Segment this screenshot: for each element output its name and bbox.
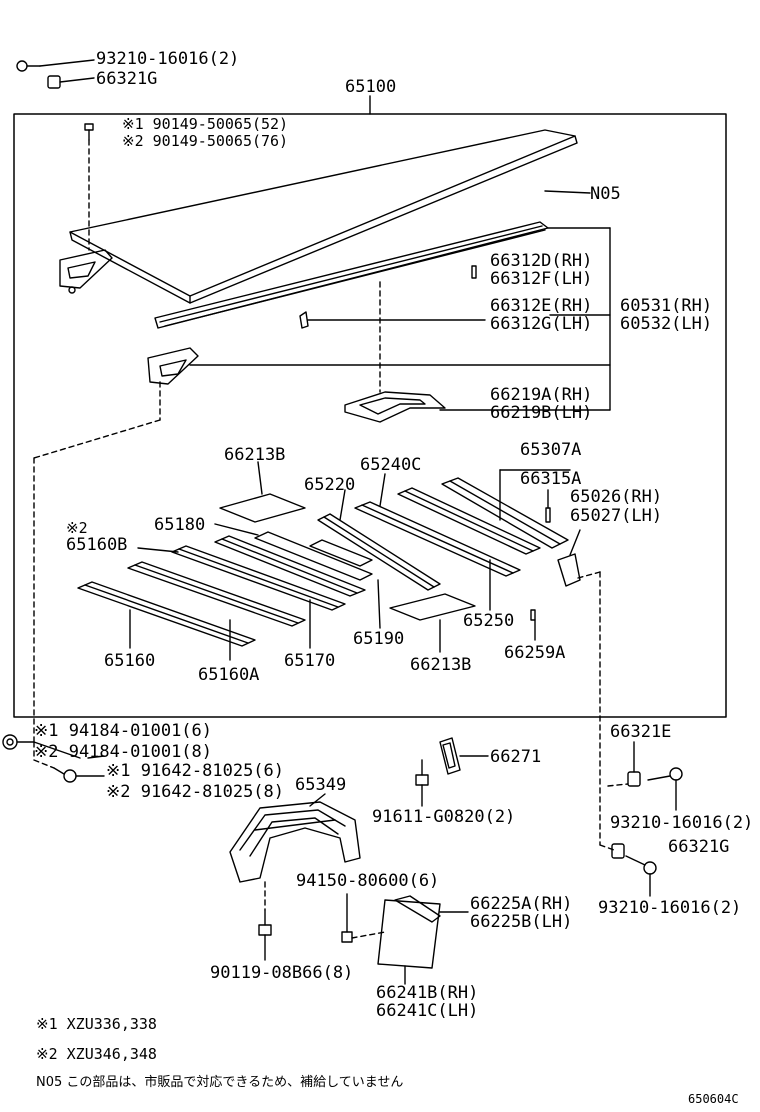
label-65180: 65180 bbox=[154, 515, 206, 535]
clip-66312e-icon bbox=[299, 311, 309, 329]
cross-member-65170 bbox=[214, 535, 366, 597]
label-n05: N05 bbox=[590, 184, 621, 204]
cross-member-65190 bbox=[309, 539, 373, 567]
label-65160a: 65160A bbox=[198, 665, 260, 685]
label-91642-1: ※1 91642-81025(6) bbox=[106, 761, 285, 781]
label-65220: 65220 bbox=[304, 475, 356, 495]
label-66213b-bottom: 66213B bbox=[410, 655, 472, 675]
label-66225a: 66225A(RH) bbox=[470, 894, 573, 914]
clip-66312d-icon bbox=[471, 265, 477, 279]
mudguard-65349 bbox=[229, 801, 361, 883]
mat-66213b-bottom bbox=[389, 593, 476, 621]
corner-bracket-front-left bbox=[59, 249, 113, 294]
label-93210-right1: 93210-16016(2) bbox=[610, 813, 754, 833]
bolt-93210-right2-icon bbox=[625, 855, 657, 875]
label-66315a: 66315A bbox=[520, 469, 582, 489]
assembly-frame bbox=[13, 113, 727, 718]
label-90149-1: ※1 90149-50065(52) bbox=[122, 115, 289, 133]
label-66312d: 66312D(RH) bbox=[490, 251, 593, 271]
label-65100: 65100 bbox=[345, 77, 397, 97]
nut-66321g-right-icon bbox=[611, 843, 625, 859]
label-66271: 66271 bbox=[490, 747, 542, 767]
label-66321e: 66321E bbox=[610, 722, 672, 742]
reference-code: 650604C bbox=[688, 1092, 739, 1106]
label-65250: 65250 bbox=[463, 611, 515, 631]
label-65240c: 65240C bbox=[360, 455, 422, 475]
label-66213b-top: 66213B bbox=[224, 445, 286, 465]
label-60532: 60532(LH) bbox=[620, 314, 713, 334]
note-xzu336: ※1 XZU336,338 bbox=[36, 1015, 157, 1033]
cross-member-65180 bbox=[254, 531, 373, 581]
bracket-65026 bbox=[557, 553, 581, 587]
label-66312e: 66312E(RH) bbox=[490, 296, 593, 316]
cross-member-65307a bbox=[441, 477, 569, 549]
label-65190: 65190 bbox=[353, 629, 405, 649]
label-65160b-mark: ※2 bbox=[66, 519, 88, 537]
clip-66259a-icon bbox=[530, 609, 536, 621]
nut-top-left-icon bbox=[47, 75, 61, 89]
label-94184-2: ※2 94184-01001(8) bbox=[34, 742, 213, 762]
label-65349: 65349 bbox=[295, 775, 347, 795]
label-93210-right2: 93210-16016(2) bbox=[598, 898, 742, 918]
label-90119: 90119-08B66(8) bbox=[210, 963, 354, 983]
cross-member-65220 bbox=[317, 513, 441, 591]
label-65160: 65160 bbox=[104, 651, 156, 671]
plate-66219a bbox=[344, 391, 446, 423]
bolt-top-left-icon bbox=[16, 60, 41, 72]
label-66241b: 66241B(RH) bbox=[376, 983, 479, 1003]
label-90149-2: ※2 90149-50065(76) bbox=[122, 132, 289, 150]
nut-94150-icon bbox=[341, 931, 353, 943]
cross-member-65160 bbox=[77, 581, 256, 647]
bolt-93210-right1-icon bbox=[647, 767, 683, 781]
bolt-90119-icon bbox=[258, 909, 272, 936]
label-66321g-right: 66321G bbox=[668, 837, 730, 857]
label-65160b: 65160B bbox=[66, 535, 128, 555]
nut-66321e-icon bbox=[627, 771, 641, 787]
cross-member-65160a bbox=[127, 561, 306, 627]
label-66219a: 66219A(RH) bbox=[490, 385, 593, 405]
label-60531: 60531(RH) bbox=[620, 296, 713, 316]
bracket-66225a bbox=[394, 895, 441, 923]
stay-66271 bbox=[439, 737, 461, 775]
label-66259a: 66259A bbox=[504, 643, 566, 663]
label-65307a: 65307A bbox=[520, 440, 582, 460]
screw-90149-icon bbox=[84, 123, 94, 141]
mudflap-66241b bbox=[377, 899, 441, 969]
label-94150: 94150-80600(6) bbox=[296, 871, 440, 891]
cross-member-65160b bbox=[171, 545, 346, 611]
clip-66315a-icon bbox=[545, 507, 551, 523]
label-94184-1: ※1 94184-01001(6) bbox=[34, 721, 213, 741]
label-65170: 65170 bbox=[284, 651, 336, 671]
cross-member-65240c bbox=[354, 501, 521, 577]
bolt-91642-icon bbox=[53, 767, 77, 783]
corner-bracket-rear-left bbox=[147, 347, 199, 385]
label-91642-2: ※2 91642-81025(8) bbox=[106, 782, 285, 802]
note-n05: N05 この部品は、市販品で対応できるため、補給していません bbox=[36, 1075, 404, 1090]
label-66219b: 66219B(LH) bbox=[490, 403, 593, 423]
label-66321g-top: 66321G bbox=[96, 69, 158, 89]
bolt-91611-icon bbox=[415, 759, 429, 786]
label-91611: 91611-G0820(2) bbox=[372, 807, 516, 827]
label-65026: 65026(RH) bbox=[570, 487, 663, 507]
nut-94184-icon bbox=[2, 734, 18, 750]
label-66225b: 66225B(LH) bbox=[470, 912, 573, 932]
label-65027: 65027(LH) bbox=[570, 506, 663, 526]
label-66312f: 66312F(LH) bbox=[490, 269, 593, 289]
note-xzu346: ※2 XZU346,348 bbox=[36, 1045, 157, 1063]
label-93210-top: 93210-16016(2) bbox=[96, 49, 240, 69]
label-66312g: 66312G(LH) bbox=[490, 314, 593, 334]
mat-66213b-top bbox=[219, 493, 306, 523]
label-66241c: 66241C(LH) bbox=[376, 1001, 479, 1021]
cross-member-65250 bbox=[397, 487, 541, 555]
floor-panel-n05 bbox=[69, 129, 578, 304]
